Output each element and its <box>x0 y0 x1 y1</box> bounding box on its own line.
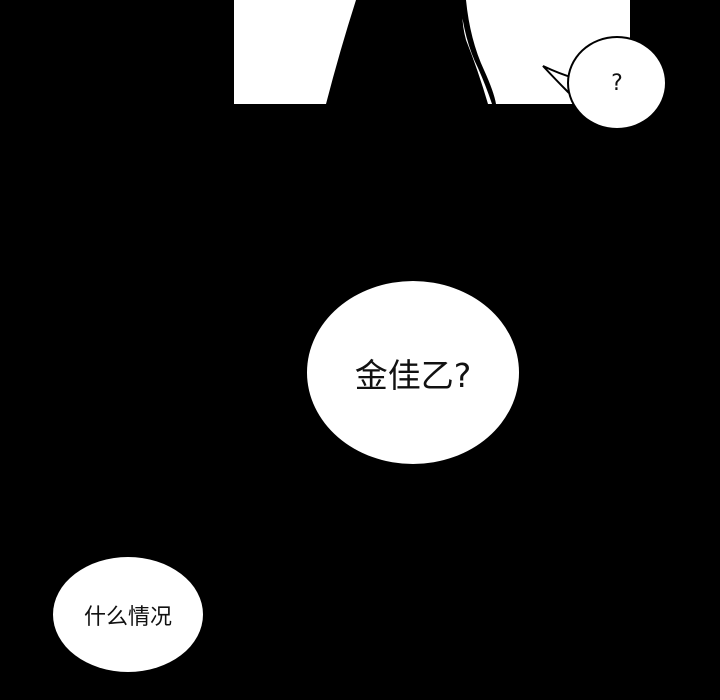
window-light-left <box>234 0 356 104</box>
speech-bubble-question: ? <box>567 36 667 130</box>
what-happened-text: 什么情况 <box>83 604 172 630</box>
speech-bubble-name: 金佳乙? <box>307 281 519 464</box>
hair-strand <box>460 0 496 104</box>
question-mark-text: ? <box>611 70 623 96</box>
name-query-text: 金佳乙? <box>354 355 472 395</box>
speech-bubble-what: 什么情况 <box>53 557 203 672</box>
